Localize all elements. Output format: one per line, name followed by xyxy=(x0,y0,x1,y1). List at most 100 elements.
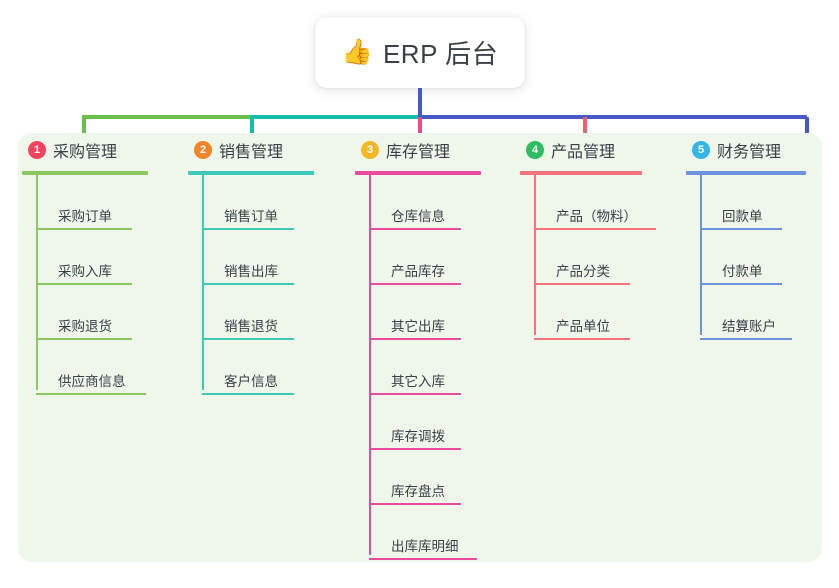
leaf-item[interactable]: 产品分类 xyxy=(534,230,642,285)
column-title-finance: 财务管理 xyxy=(717,144,782,161)
badge-purchasing: 1 xyxy=(28,141,46,159)
leaf-label: 产品分类 xyxy=(556,264,610,279)
leaf-underline xyxy=(202,228,294,230)
leaf-item[interactable]: 供应商信息 xyxy=(36,340,148,395)
trunk-connector xyxy=(418,88,422,118)
leaf-label: 采购退货 xyxy=(58,319,112,334)
leaf-item[interactable]: 库存盘点 xyxy=(369,450,481,505)
leaf-underline xyxy=(534,283,630,285)
column-rule-product xyxy=(520,171,642,175)
leaf-label: 采购入库 xyxy=(58,264,112,279)
column-purchasing: 1 采购管理采购订单采购入库采购退货供应商信息 xyxy=(22,133,148,395)
leaf-label: 库存盘点 xyxy=(391,484,445,499)
leaf-label: 其它出库 xyxy=(391,319,445,334)
leaf-underline xyxy=(202,338,294,340)
column-header-inventory[interactable]: 3 库存管理 xyxy=(355,133,481,167)
column-title-product: 产品管理 xyxy=(551,144,616,161)
leaf-underline xyxy=(700,338,792,340)
leaf-item[interactable]: 库存调拨 xyxy=(369,395,481,450)
column-header-finance[interactable]: 5 财务管理 xyxy=(686,133,806,167)
column-title-purchasing: 采购管理 xyxy=(53,144,118,161)
leaf-item[interactable]: 客户信息 xyxy=(202,340,314,395)
leaf-label: 销售出库 xyxy=(224,264,278,279)
leaf-item[interactable]: 销售退货 xyxy=(202,285,314,340)
leaf-underline xyxy=(202,283,294,285)
badge-product: 4 xyxy=(526,141,544,159)
column-items-sales: 销售订单销售出库销售退货客户信息 xyxy=(202,175,314,395)
leaf-underline xyxy=(369,393,461,395)
column-header-purchasing[interactable]: 1 采购管理 xyxy=(22,133,148,167)
leaf-item[interactable]: 采购订单 xyxy=(36,175,148,230)
bus-segment-teal xyxy=(250,115,420,119)
leaf-underline xyxy=(369,228,461,230)
leaf-label: 出库库明细 xyxy=(391,539,459,554)
leaf-item[interactable]: 采购退货 xyxy=(36,285,148,340)
leaf-item[interactable]: 采购入库 xyxy=(36,230,148,285)
leaf-item[interactable]: 出库库明细 xyxy=(369,505,481,560)
leaf-label: 其它入库 xyxy=(391,374,445,389)
leaf-item[interactable]: 结算账户 xyxy=(700,285,806,340)
column-title-inventory: 库存管理 xyxy=(386,144,451,161)
leaf-item[interactable]: 其它出库 xyxy=(369,285,481,340)
leaf-label: 销售退货 xyxy=(224,319,278,334)
column-rule-purchasing xyxy=(22,171,148,175)
column-items-product: 产品（物料） 产品分类产品单位 xyxy=(534,175,656,340)
leaf-item[interactable]: 产品单位 xyxy=(534,285,642,340)
leaf-underline xyxy=(534,228,656,230)
leaf-item[interactable]: 产品（物料） xyxy=(534,175,656,230)
leaf-underline xyxy=(369,448,461,450)
leaf-underline xyxy=(534,338,630,340)
leaf-item[interactable]: 其它入库 xyxy=(369,340,481,395)
leaf-underline xyxy=(36,228,132,230)
column-rule-sales xyxy=(188,171,314,175)
badge-sales: 2 xyxy=(194,141,212,159)
badge-inventory: 3 xyxy=(361,141,379,159)
leaf-underline xyxy=(369,558,477,560)
column-header-sales[interactable]: 2 销售管理 xyxy=(188,133,314,167)
leaf-label: 结算账户 xyxy=(722,319,776,334)
bus-segment-indigo xyxy=(418,115,807,119)
spine-sales xyxy=(202,175,204,390)
leaf-label: 回款单 xyxy=(722,209,763,224)
column-inventory: 3 库存管理仓库信息产品库存其它出库其它入库库存调拨库存盘点出库库明细 xyxy=(355,133,481,560)
badge-finance: 5 xyxy=(692,141,710,159)
leaf-underline xyxy=(36,338,132,340)
leaf-label: 仓库信息 xyxy=(391,209,445,224)
root-node[interactable]: 👍 ERP 后台 xyxy=(315,17,525,88)
thumbs-up-icon: 👍 xyxy=(341,38,373,66)
spine-purchasing xyxy=(36,175,38,390)
leaf-item[interactable]: 销售订单 xyxy=(202,175,314,230)
column-finance: 5 财务管理回款单付款单结算账户 xyxy=(686,133,806,340)
leaf-label: 产品库存 xyxy=(391,264,445,279)
diagram-panel: 1 采购管理采购订单采购入库采购退货供应商信息 2 销售管理销售订单销售出库销售退货客… xyxy=(18,133,822,562)
spine-finance xyxy=(700,175,702,335)
leaf-item[interactable]: 仓库信息 xyxy=(369,175,481,230)
leaf-label: 客户信息 xyxy=(224,374,278,389)
column-title-sales: 销售管理 xyxy=(219,144,284,161)
column-header-product[interactable]: 4 产品管理 xyxy=(520,133,642,167)
leaf-underline xyxy=(369,283,461,285)
leaf-underline xyxy=(36,283,132,285)
leaf-label: 产品单位 xyxy=(556,319,610,334)
leaf-label: 库存调拨 xyxy=(391,429,445,444)
bus-segment-green xyxy=(82,115,252,119)
leaf-underline xyxy=(202,393,294,395)
spine-product xyxy=(534,175,536,335)
column-rule-inventory xyxy=(355,171,481,175)
column-items-purchasing: 采购订单采购入库采购退货供应商信息 xyxy=(36,175,148,395)
leaf-label: 销售订单 xyxy=(224,209,278,224)
column-product: 4 产品管理产品（物料） 产品分类产品单位 xyxy=(520,133,656,340)
leaf-item[interactable]: 回款单 xyxy=(700,175,806,230)
leaf-underline xyxy=(36,393,146,395)
leaf-underline xyxy=(700,283,782,285)
column-items-inventory: 仓库信息产品库存其它出库其它入库库存调拨库存盘点出库库明细 xyxy=(369,175,481,560)
leaf-item[interactable]: 销售出库 xyxy=(202,230,314,285)
leaf-label: 采购订单 xyxy=(58,209,112,224)
leaf-label: 产品（物料） xyxy=(556,209,637,224)
spine-inventory xyxy=(369,175,371,555)
leaf-item[interactable]: 产品库存 xyxy=(369,230,481,285)
root-label: ERP 后台 xyxy=(382,39,499,69)
leaf-item[interactable]: 付款单 xyxy=(700,230,806,285)
leaf-label: 供应商信息 xyxy=(58,374,126,389)
